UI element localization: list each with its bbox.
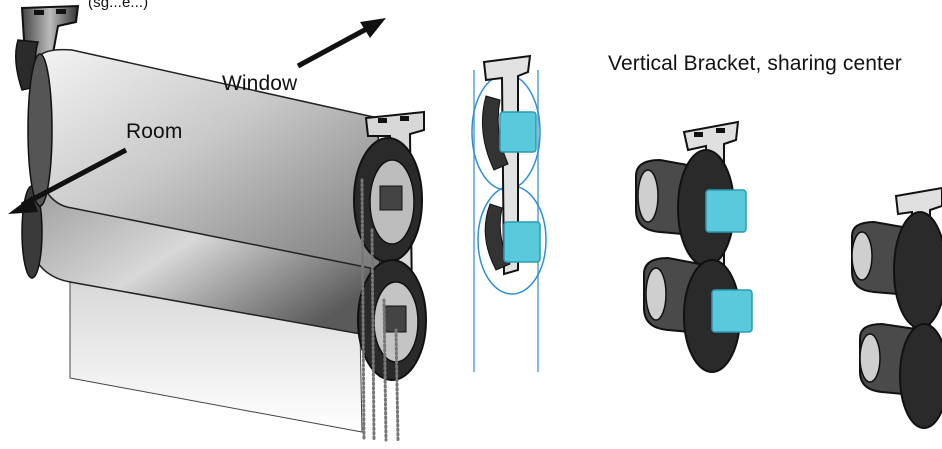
roller-blind: [8, 4, 427, 442]
vertical-bracket-assembly: [635, 120, 753, 373]
clutch-highlight: [499, 111, 541, 263]
partial-bracket-assembly: [851, 186, 942, 429]
window-arrow-icon: [296, 18, 386, 69]
room-label: Room: [126, 120, 183, 143]
window-label: Window: [222, 72, 298, 95]
right-side-bracket: [353, 110, 427, 381]
bead-chains: [360, 178, 400, 442]
cropped-top-label: (sg...e...): [88, 0, 149, 11]
vertical-bracket-label: Vertical Bracket, sharing center: [608, 52, 902, 75]
bracket-schematic: [471, 54, 547, 372]
room-arrow-icon: [8, 147, 128, 214]
